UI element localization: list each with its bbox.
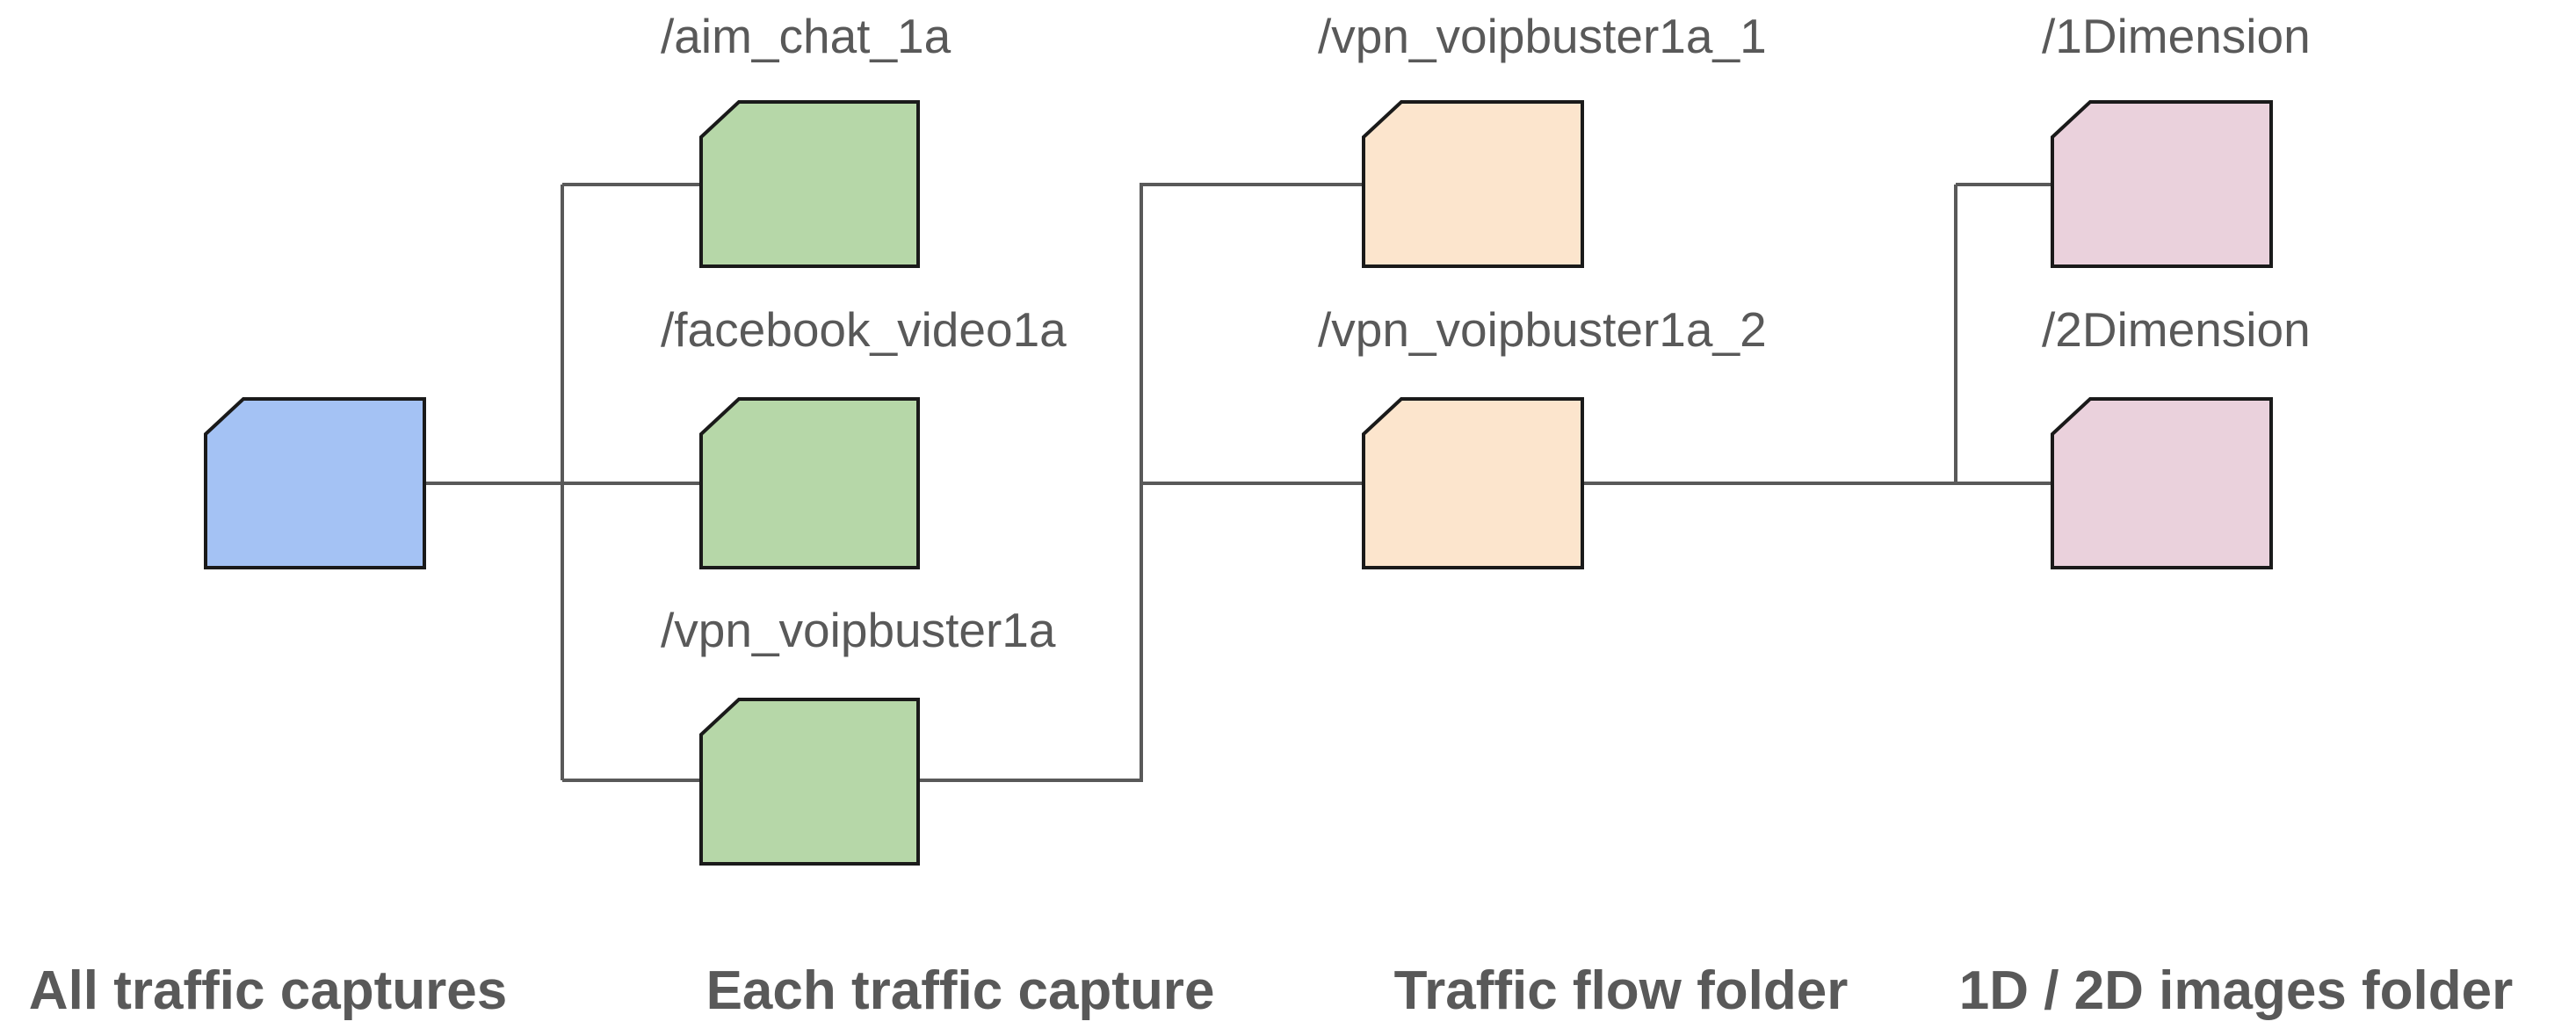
- folder-label-flow-1: /vpn_voipbuster1a_1: [1318, 9, 1767, 63]
- connectors: [425, 183, 2052, 782]
- folder-shape: [204, 397, 426, 569]
- dimension-2-folder-icon[interactable]: [2051, 397, 2273, 569]
- column-label-images-folder: 1D / 2D images folder: [1959, 960, 2514, 1021]
- connector-root-to-captures: [425, 183, 701, 782]
- facebook-video-folder-icon[interactable]: [699, 397, 920, 569]
- folder-shape: [2051, 397, 2273, 569]
- folders: [204, 100, 2273, 866]
- dimension-1-folder-icon[interactable]: [2051, 100, 2273, 268]
- column-label-each-capture: Each traffic capture: [706, 960, 1215, 1021]
- folder-shape: [1362, 397, 1584, 569]
- root-folder-icon[interactable]: [204, 397, 426, 569]
- flow-2-folder-icon[interactable]: [1362, 397, 1584, 569]
- connector-flow-to-images: [1583, 183, 2052, 485]
- folder-label-flow-2: /vpn_voipbuster1a_2: [1318, 302, 1767, 357]
- folder-label-vpn-voipbuster: /vpn_voipbuster1a: [661, 603, 1056, 657]
- folder-label-dimension-1: /1Dimension: [2042, 9, 2311, 63]
- folder-shape: [699, 698, 920, 866]
- folder-shape: [2051, 100, 2273, 268]
- folder-label-aim-chat: /aim_chat_1a: [661, 9, 952, 63]
- folder-label-facebook-video: /facebook_video1a: [661, 302, 1067, 357]
- column-label-flow-folder: Traffic flow folder: [1394, 960, 1849, 1021]
- flow-1-folder-icon[interactable]: [1362, 100, 1584, 268]
- connector-capture-to-flows: [918, 183, 1364, 782]
- folder-shape: [699, 397, 920, 569]
- column-captions: All traffic captures Each traffic captur…: [29, 960, 2513, 1021]
- folder-label-dimension-2: /2Dimension: [2042, 302, 2311, 357]
- vpn-voipbuster-folder-icon[interactable]: [699, 698, 920, 866]
- aim-chat-folder-icon[interactable]: [699, 100, 920, 268]
- folder-shape: [699, 100, 920, 268]
- folder-labels: /aim_chat_1a /facebook_video1a /vpn_voip…: [661, 9, 2311, 657]
- folder-shape: [1362, 100, 1584, 268]
- column-label-all-captures: All traffic captures: [29, 960, 507, 1021]
